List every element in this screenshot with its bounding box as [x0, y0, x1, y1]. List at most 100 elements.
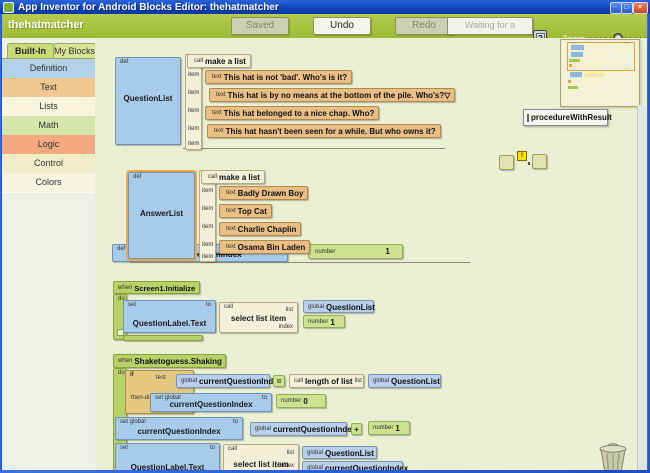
if-tag: if [130, 372, 134, 378]
saved-button[interactable]: Saved [231, 17, 289, 35]
window-border-left [0, 14, 2, 473]
procedure-with-result-item[interactable]: procedureWithResult [523, 109, 612, 126]
fragment-socket [499, 155, 514, 170]
event-name: Shaketoguess.Shaking [134, 356, 222, 366]
text-value: Badly Drawn Boy [237, 188, 304, 198]
set-target: currentQuestionIndex [169, 400, 253, 409]
text-value: This hat belonged to a nice chap. Who? [223, 108, 375, 118]
set-target: QuestionLabel.Text [132, 319, 207, 328]
text-value: This hat hasn't been seen for a while. B… [225, 126, 436, 136]
call-name: select list item [233, 459, 289, 469]
call-name: make a list [205, 56, 246, 66]
maximize-button-icon[interactable] [621, 2, 633, 14]
tab-my-blocks[interactable]: My Blocks [53, 43, 96, 59]
to-tag: to [209, 445, 215, 451]
text-value: This hat is by no means at the bottom of… [227, 90, 451, 100]
equals-operator-block[interactable]: = [273, 375, 285, 387]
global-tag: global [308, 304, 325, 310]
number-tag: number [373, 425, 394, 431]
call-name: make a list [219, 172, 260, 182]
minimap[interactable] [560, 39, 640, 107]
then-do-tag: then-do [131, 395, 152, 401]
undo-button[interactable]: Undo [313, 17, 371, 35]
make-a-list-spine[interactable] [185, 54, 202, 150]
index-tag: index [278, 324, 293, 330]
sidebar-item-definition[interactable]: Definition [2, 59, 95, 79]
text-tag: text [226, 190, 236, 196]
connect-device-button[interactable]: Waiting for a device [447, 17, 533, 45]
canvas-scrollbar[interactable] [637, 105, 646, 470]
trash-can-icon[interactable] [596, 441, 630, 470]
set-questionlabel-text-block[interactable]: set to QuestionLabel.Text [123, 300, 216, 333]
call-tag: call [228, 446, 238, 452]
item-tag: item [202, 188, 214, 194]
set-global-currentquestionindex-block[interactable]: set global to currentQuestionIndex [115, 417, 243, 440]
call-tag: call [294, 378, 304, 384]
text-value: Charlie Chaplin [237, 224, 297, 234]
window-border-right [647, 14, 650, 473]
text-tag: text [216, 92, 226, 98]
item-tag: item [188, 141, 200, 147]
index-tag: index [279, 463, 294, 469]
call-name: select list item [230, 314, 287, 324]
to-tag: to [205, 302, 211, 308]
warning-icon: ! [517, 151, 527, 161]
sidebar-item-logic[interactable]: Logic [2, 135, 95, 155]
do-tag: do [118, 296, 125, 302]
set-questionlabel-text-block[interactable]: set to QuestionLabel.Text [115, 443, 220, 470]
call-select-list-item-block[interactable]: call select list item list index [223, 444, 299, 470]
sidebar-item-math[interactable]: Math [2, 116, 95, 136]
text-tag: text [226, 244, 236, 250]
minimap-block [585, 53, 611, 56]
text-tag: text [212, 110, 222, 116]
sidebar-item-control[interactable]: Control [2, 154, 95, 174]
plus-operator-block[interactable]: + [351, 423, 362, 435]
item-tag: item [202, 242, 214, 248]
toolbar: thehatmatcher Saved Undo Redo Waiting fo… [0, 14, 650, 50]
fragment-comma [528, 162, 530, 165]
close-button-icon[interactable] [633, 2, 648, 14]
to-tag: to [232, 419, 238, 425]
set-target: QuestionLabel.Text [130, 463, 205, 470]
sidebar-item-lists[interactable]: Lists [2, 97, 95, 117]
text-tag: text [212, 74, 222, 80]
sidebar-item-colors[interactable]: Colors [2, 173, 95, 193]
fragment-socket [532, 154, 547, 169]
set-global-currentquestionindex-block[interactable]: set global to currentQuestionIndex [150, 393, 272, 412]
def-answerlist-block[interactable]: def AnswerList [126, 170, 197, 261]
redo-button[interactable]: Redo [395, 17, 453, 35]
sidebar-item-text[interactable]: Text [2, 78, 95, 98]
call-select-list-item-block[interactable]: call select list item list index [219, 302, 298, 333]
set-global-tag: set global [155, 395, 181, 401]
tab-built-in[interactable]: Built-In [7, 43, 54, 59]
orphan-block-fragment[interactable]: ! [499, 151, 547, 170]
def-questionlist-block[interactable]: def QuestionList [115, 57, 181, 145]
minimap-viewport[interactable] [567, 42, 635, 71]
item-tag: item [188, 72, 200, 78]
call-tag: call [224, 304, 234, 310]
